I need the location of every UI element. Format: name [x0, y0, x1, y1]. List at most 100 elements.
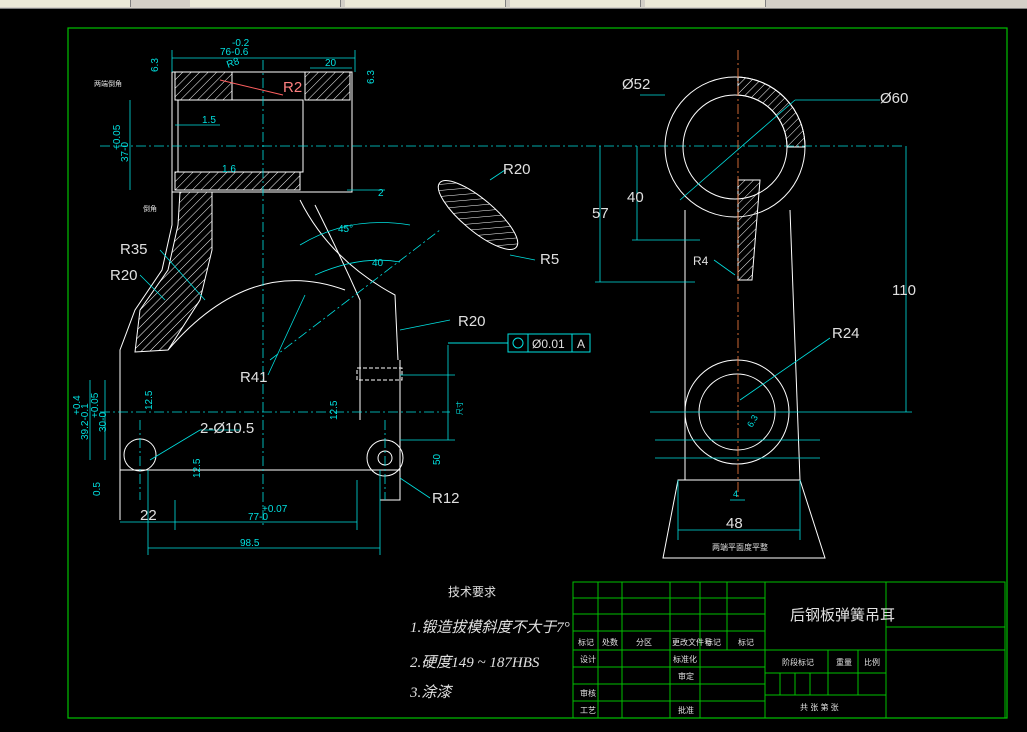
body-outline-left [119, 192, 173, 460]
dim-37: 37-0 [120, 142, 131, 162]
tab-drawing-1[interactable] [190, 0, 341, 7]
surface-12-5-b: 12.5 [192, 458, 203, 478]
dim-30: 30-0 [98, 412, 109, 432]
radius-r20-lens: R20 [503, 161, 531, 178]
toolbar-area [0, 0, 131, 7]
surface-6-3-b: 6.3 [366, 70, 377, 84]
tb-review: 审核 [580, 688, 596, 698]
radius-r35: R35 [120, 241, 148, 258]
radius-r2: R2 [283, 79, 302, 96]
gdt-datum: A [577, 337, 585, 351]
gdt-value: Ø0.01 [532, 337, 565, 351]
front-centerlines [100, 60, 905, 525]
body-arch [167, 280, 346, 351]
bottom-note: 两端平面度平整 [712, 542, 768, 552]
tb-header-1: 标记 [578, 637, 594, 647]
title-part-name: 后钢板弹簧吊耳 [790, 606, 895, 624]
dim-77-tol: +0.07 [262, 504, 288, 515]
side-note: 尺寸 [455, 401, 464, 415]
notes-line2: 2.硬度149 ~ 187HBS [410, 654, 540, 671]
radius-r41: R41 [240, 369, 268, 386]
dim-40-front: 40 [372, 258, 384, 269]
lens-section [437, 180, 519, 250]
cad-drawing-canvas[interactable]: -0.2 76-0.6 20 1.5 2 1.6 R8 45° 40 +0.07… [0, 8, 1027, 732]
radius-r20-left: R20 [110, 267, 138, 284]
radius-r12: R12 [432, 490, 460, 507]
dia-52: Ø52 [622, 76, 650, 93]
dim-40-side: 40 [627, 189, 644, 206]
dim-2: 2 [378, 188, 384, 199]
dim-57: 57 [592, 205, 609, 222]
tb-header-6: 标记 [738, 637, 754, 647]
tab-drawing-2[interactable] [345, 0, 506, 7]
dim-30-tol: +0.05 [90, 392, 101, 418]
front-dimension-lines [89, 50, 536, 555]
tb-sheets: 共 张 第 张 [800, 702, 839, 712]
surface-12-5-a: 12.5 [144, 390, 155, 410]
bore-lower-hatch [174, 171, 301, 191]
top-hatch [737, 76, 806, 148]
dim-48: 48 [726, 515, 743, 532]
tab-drawing-3[interactable] [510, 0, 641, 7]
notes-heading: 技术要求 [448, 585, 496, 599]
small-note: 倒角 [143, 204, 157, 213]
notes-line3: 3.涂漆 [409, 684, 453, 701]
tol-top-upper: -0.2 [232, 38, 250, 49]
tab-drawing-4[interactable] [645, 0, 766, 7]
tb-standardization: 标准化 [673, 654, 697, 664]
side-dimension-lines [595, 94, 912, 540]
radius-r8: R8 [225, 56, 241, 71]
front-view [119, 71, 519, 520]
surface-1-6: 1.6 [222, 164, 236, 175]
leader-r2 [219, 79, 284, 96]
surface-0-5: 0.5 [92, 482, 103, 496]
tb-approve: 审定 [678, 671, 694, 681]
top-head-hatch [174, 71, 233, 101]
dim-110: 110 [892, 282, 916, 299]
tb-stage-mark: 阶段标记 [782, 657, 814, 667]
tb-header-3: 分区 [636, 638, 652, 647]
tol-top-lower: 76-0.6 [220, 47, 249, 58]
tb-process: 工艺 [580, 706, 596, 715]
dim-39: 39.2-0.1 [80, 403, 91, 440]
surface-6-3-side: 6.3 [745, 413, 760, 429]
holes-callout: 2-Ø10.5 [200, 420, 254, 437]
body-left-hatch [134, 191, 213, 353]
surface-50: 50 [432, 453, 443, 465]
radius-r5: R5 [540, 251, 559, 268]
radius-r4: R4 [693, 254, 709, 268]
side-view [662, 76, 826, 559]
title-block [572, 581, 1006, 719]
tb-header-5: 标记 [705, 637, 721, 647]
top-right-hatch [304, 71, 351, 101]
bottom-trapezoid [662, 479, 826, 559]
radius-r20-mid: R20 [458, 313, 486, 330]
dim-77: 77-0 [248, 512, 268, 523]
chamfer-label: 两端倒角 [94, 79, 122, 88]
angle-45: 45° [338, 224, 353, 235]
tb-approve2: 批准 [678, 705, 694, 715]
dim-39-tol: +0.4 [72, 395, 83, 415]
tb-weight: 重量 [836, 657, 852, 667]
tb-designer: 设计 [580, 654, 596, 664]
gdt-frame [448, 333, 591, 353]
dia-60: Ø60 [880, 90, 908, 107]
surface-6-3-a: 6.3 [150, 58, 161, 72]
notes-line1: 1.锻造拔模斜度不大于7° [410, 619, 570, 636]
tb-scale: 比例 [864, 657, 880, 667]
radius-r24: R24 [832, 325, 860, 342]
top-toolbar-strip [0, 0, 1027, 9]
surface-12-5-c: 12.5 [329, 400, 340, 420]
dim-1-5: 1.5 [202, 115, 216, 126]
bore-top [177, 99, 304, 173]
base-bottom [119, 470, 401, 520]
arm-curve-2 [314, 204, 361, 420]
dim-4: 4 [733, 489, 738, 499]
base-outline [119, 360, 401, 471]
dim-20: 20 [325, 58, 337, 69]
tb-header-4: 更改文件号 [672, 637, 712, 647]
top-head-outline [171, 71, 353, 193]
dim-98-5: 98.5 [240, 538, 260, 549]
arm-outline [684, 209, 801, 481]
tb-header-2: 处数 [602, 637, 618, 647]
